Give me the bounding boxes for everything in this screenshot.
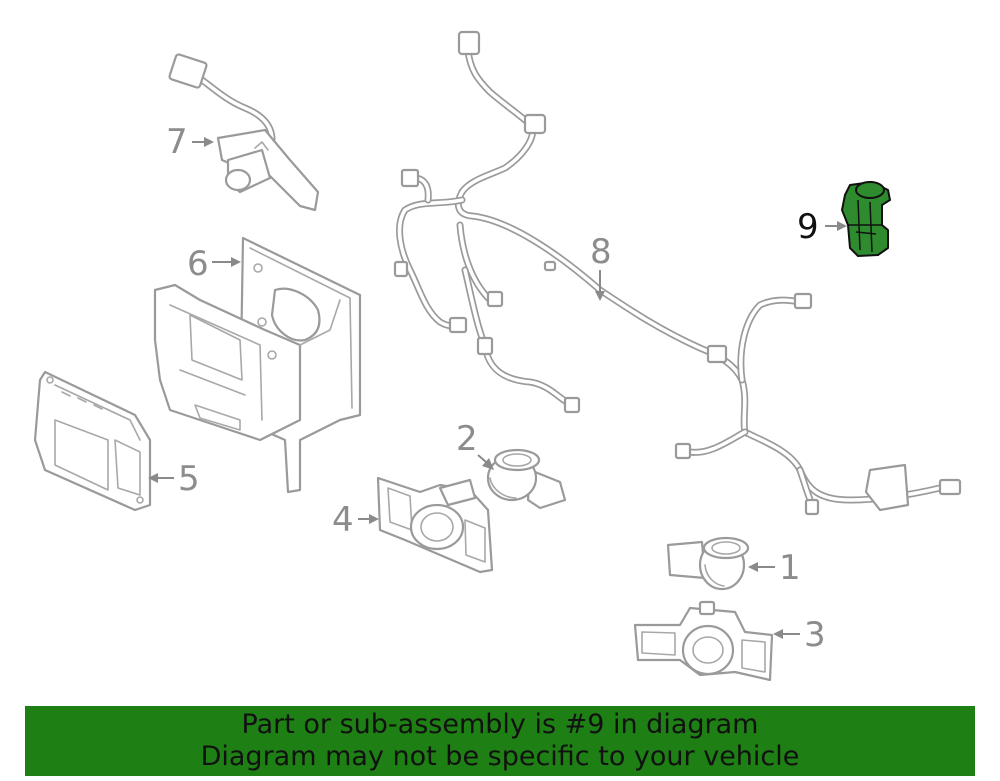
banner-line-part: Part or sub-assembly is #9 in diagram bbox=[241, 709, 759, 740]
part-1-sensor[interactable] bbox=[666, 536, 750, 591]
info-banner: Part or sub-assembly is #9 in diagram Di… bbox=[25, 706, 975, 776]
part-6-mounting-bracket[interactable] bbox=[153, 236, 362, 494]
callout-4: 4 bbox=[332, 500, 354, 540]
part-3-sensor-holder[interactable] bbox=[633, 600, 774, 682]
part-9-highlighted[interactable] bbox=[841, 181, 891, 257]
callout-2: 2 bbox=[456, 419, 478, 459]
callout-8: 8 bbox=[590, 232, 612, 272]
callout-9: 9 bbox=[797, 207, 819, 247]
leader-arrows bbox=[148, 137, 847, 639]
part-8-wiring-harness[interactable] bbox=[393, 30, 962, 516]
callout-1: 1 bbox=[779, 548, 801, 588]
part-7-camera-bracket[interactable] bbox=[168, 53, 320, 212]
part-5-control-module[interactable] bbox=[33, 370, 152, 512]
parts-diagram: 7 6 8 9 2 5 4 1 3 bbox=[33, 30, 962, 682]
callout-6: 6 bbox=[187, 244, 209, 284]
part-4-sensor-holder[interactable] bbox=[376, 476, 494, 574]
banner-line-disclaimer: Diagram may not be specific to your vehi… bbox=[200, 741, 800, 772]
callout-5: 5 bbox=[178, 459, 200, 499]
callout-3: 3 bbox=[804, 615, 826, 655]
part-2-parking-sensor[interactable] bbox=[486, 448, 567, 510]
callout-7: 7 bbox=[166, 122, 188, 162]
